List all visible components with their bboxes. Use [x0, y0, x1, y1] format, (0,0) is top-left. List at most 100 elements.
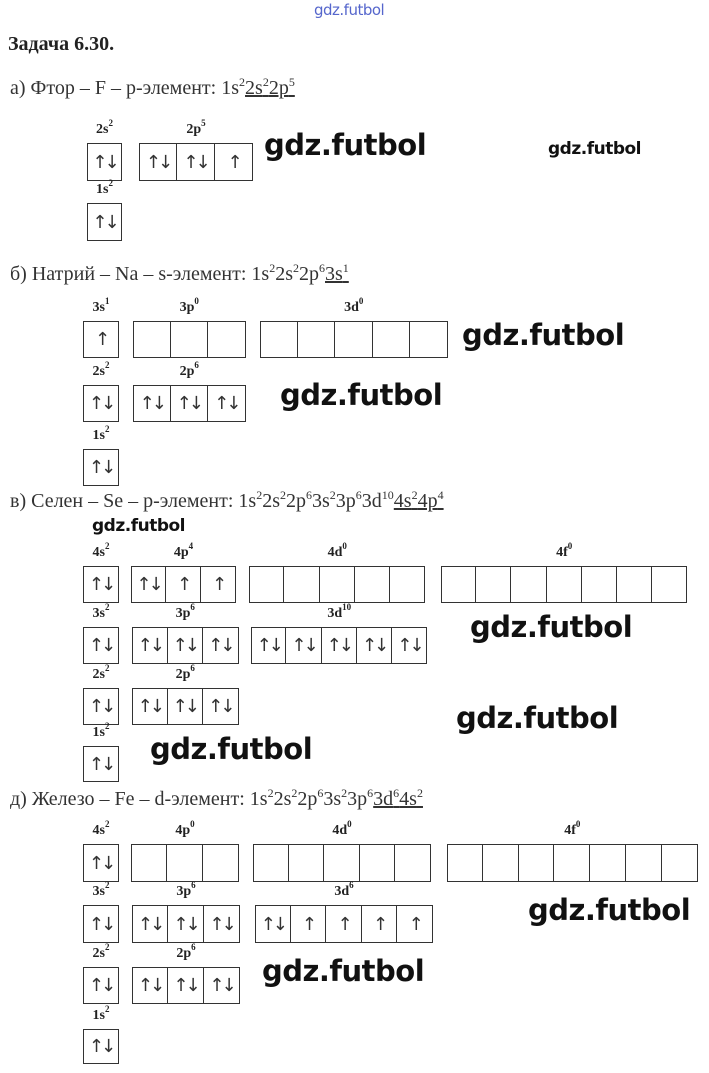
orbital-cell: ↑↓: [83, 688, 119, 725]
term-exponent: 2: [411, 488, 418, 502]
orbital-label: 3d10: [251, 603, 427, 627]
electron-count: 0: [358, 296, 364, 306]
orbital-cell: [319, 566, 355, 603]
watermark: gdz.futbol: [462, 318, 625, 352]
sublevel-name: 2s: [92, 946, 105, 961]
orbital-cells: [260, 321, 448, 358]
watermark: gdz.futbol: [264, 128, 427, 162]
section-prefix: в) Селен – Se – p-элемент:: [10, 490, 239, 512]
electron-count: 6: [191, 880, 196, 890]
orbital-group-2p: 2p6↑↓↑↓↑↓: [133, 361, 246, 422]
electron-count: 2: [104, 819, 110, 829]
term-exponent: 2: [262, 75, 269, 89]
term-exponent: 6: [355, 488, 362, 502]
orbital-cell: ↑↓: [168, 905, 204, 943]
orbital-cell: ↑↓: [170, 385, 208, 422]
orbital-cell: ↑↓: [321, 627, 357, 664]
orbital-group-1s: 1s2↑↓: [83, 425, 119, 486]
electron-count: 2: [104, 360, 110, 370]
orbital-cell: ↑↓: [255, 905, 291, 943]
term-base: 4p: [417, 490, 438, 512]
term-exponent: 6: [393, 786, 400, 800]
orbital-label: 1s2: [87, 179, 122, 203]
electron-count: 10: [342, 602, 352, 612]
orbital-cell: ↑↓: [139, 143, 177, 181]
orbital-label: 3p0: [133, 297, 246, 321]
orbital-cell: ↑↓: [83, 1029, 119, 1064]
section-a-formula: а) Фтор – F – p-элемент: 1s22s22p5: [10, 75, 295, 100]
term-exponent: 5: [288, 75, 295, 89]
electron-count: 2: [104, 424, 110, 434]
orbital-cell: ↑↓: [83, 385, 119, 422]
orbital-label: 3d6: [255, 881, 433, 905]
section-prefix: д) Железо – Fe – d-элемент:: [10, 788, 250, 810]
sublevel-name: 2s: [96, 122, 109, 137]
term-base: 2s: [273, 788, 292, 810]
orbital-cell: ↑↓: [204, 905, 240, 943]
sublevel-name: 3p: [176, 884, 192, 899]
sublevel-name: 1s: [96, 182, 109, 197]
orbital-group-1s: 1s2↑↓: [87, 179, 122, 241]
orbital-cell: ↑↓: [83, 905, 119, 943]
orbital-label: 2s2: [83, 943, 119, 967]
orbital-group-3d: 3d10↑↓↑↓↑↓↑↓↑↓: [251, 603, 428, 664]
term-base: 3d: [361, 490, 382, 512]
orbital-label: 3s1: [83, 297, 119, 321]
orbital-cell: ↑↓: [83, 967, 119, 1004]
orbital-label: 2s2: [87, 119, 122, 143]
orbital-label: 3p6: [132, 603, 239, 627]
orbital-cell: ↑↓: [204, 967, 240, 1004]
orbital-cells: ↑↓↑↓↑↓: [132, 627, 239, 664]
orbital-label: 3s2: [83, 881, 119, 905]
term-exponent: 2: [329, 488, 336, 502]
electron-count: 0: [567, 541, 573, 551]
sublevel-name: 4p: [175, 823, 191, 838]
orbital-cells: ↑↓: [83, 627, 119, 664]
orbital-cell: [661, 844, 698, 882]
orbital-group-2s: 2s2↑↓: [83, 943, 119, 1004]
term-exponent: 10: [381, 488, 394, 502]
orbital-cell: [441, 566, 477, 603]
electron-count: 0: [347, 819, 352, 829]
orbital-cells: ↑↓↑↑↑↑: [255, 905, 433, 943]
orbital-cell: [288, 844, 325, 882]
orbital-cell: ↑↓: [286, 627, 322, 664]
orbital-group-1s: 1s2↑↓: [83, 1005, 119, 1064]
electron-count: 2: [104, 663, 110, 673]
orbital-group-4d: 4d0: [249, 542, 426, 603]
sublevel-name: 3p: [175, 606, 191, 621]
electron-count: 2: [104, 602, 110, 612]
orbital-group-2p: 2p5↑↓↑↓↑: [139, 119, 253, 181]
orbital-cell: ↑↓: [132, 688, 168, 725]
orbital-label: 2p6: [133, 361, 246, 385]
term-exponent: 2: [416, 786, 423, 800]
orbital-cells: ↑↓: [87, 143, 122, 181]
orbital-cell: [372, 321, 410, 358]
orbital-cell: ↑↓: [203, 688, 239, 725]
orbital-group-3p: 3p0: [133, 297, 246, 358]
watermark: gdz.futbol: [548, 139, 642, 159]
sublevel-name: 4f: [556, 545, 568, 560]
sublevel-name: 1s: [92, 725, 105, 740]
orbital-cell: [131, 844, 167, 882]
orbital-label: 2s2: [83, 664, 119, 688]
orbital-cells: ↑↓: [83, 566, 119, 603]
term-exponent: 2: [239, 75, 246, 89]
orbital-group-4s: 4s2↑↓: [83, 542, 119, 603]
orbital-group-4d: 4d0: [253, 820, 431, 882]
orbital-label: 3p6: [132, 881, 240, 905]
orbital-cell: ↑↓: [133, 385, 171, 422]
sublevel-name: 3s: [92, 300, 105, 315]
orbital-cell: ↑: [83, 321, 119, 358]
term-base: 4s: [393, 490, 412, 512]
orbital-label: 4p4: [131, 542, 236, 566]
term-base: 3s: [312, 490, 330, 512]
orbital-label: 4d0: [249, 542, 425, 566]
term-base: 1s: [251, 263, 270, 285]
orbital-label: 3d0: [260, 297, 448, 321]
section-b-formula: б) Натрий – Na – s-элемент: 1s22s22p63s1: [10, 262, 349, 286]
sublevel-name: 4f: [564, 823, 576, 838]
orbital-cell: ↑: [290, 905, 327, 943]
orbital-cells: [447, 844, 698, 882]
problem-title: Задача 6.30.: [8, 33, 115, 55]
